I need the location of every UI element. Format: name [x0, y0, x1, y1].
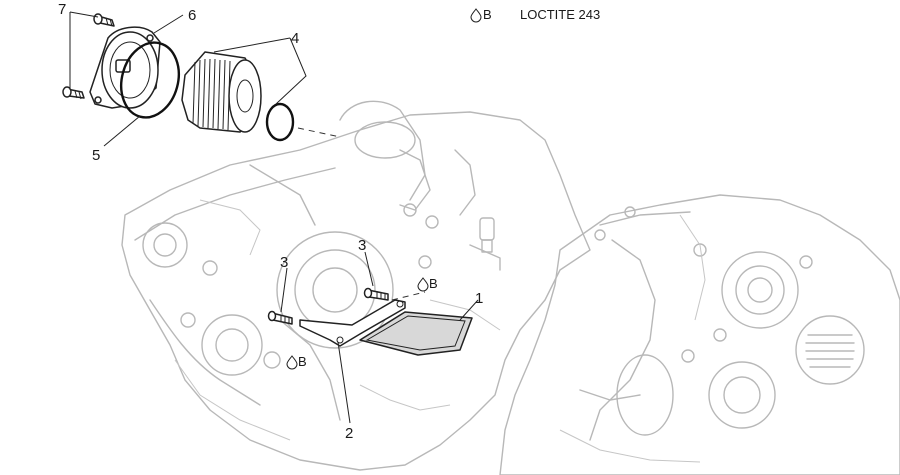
threadlock-drop-icon-upper: [417, 277, 429, 292]
threadlock-drop-icon-lower: [286, 355, 298, 370]
assembly-axis-line-2: [391, 291, 426, 301]
crankcase-left-half: [121, 100, 591, 471]
threadlock-mark-upper: B: [417, 276, 438, 292]
callout-6: 6: [188, 7, 196, 24]
legend-text: LOCTITE 243: [520, 7, 600, 22]
threadlock-mark-lower: B: [286, 354, 307, 370]
filter-o-ring: [265, 102, 295, 142]
callout-2: 2: [345, 425, 353, 442]
legend-symbol: B: [483, 7, 492, 22]
leader-lines: [69, 11, 479, 424]
cover-screw-upper: [93, 13, 115, 27]
threadlock-label-lower: B: [298, 354, 307, 369]
cover-screw-lower: [62, 86, 85, 100]
assembly-axis-line: [297, 127, 341, 138]
threadlock-label-upper: B: [429, 276, 438, 291]
legend: B LOCTITE 243: [470, 7, 600, 23]
bracket-screw-right: [363, 287, 389, 301]
mounting-bracket: [299, 299, 406, 347]
callout-7: 7: [58, 1, 66, 18]
cover-o-ring: [120, 41, 180, 119]
callout-1: 1: [475, 290, 483, 307]
strainer-plate: [359, 311, 473, 356]
bracket-screw-left: [267, 310, 293, 325]
callout-4: 4: [291, 30, 299, 47]
callout-5: 5: [92, 147, 100, 164]
crankcase-right-half: [499, 194, 900, 475]
threadlock-drop-icon: [470, 8, 482, 23]
callout-3-right: 3: [358, 237, 366, 254]
callout-3-left: 3: [280, 254, 288, 271]
callouts: 7 6 4 5 1 2 3 3: [58, 1, 483, 442]
oil-filter-cartridge: [181, 51, 262, 133]
